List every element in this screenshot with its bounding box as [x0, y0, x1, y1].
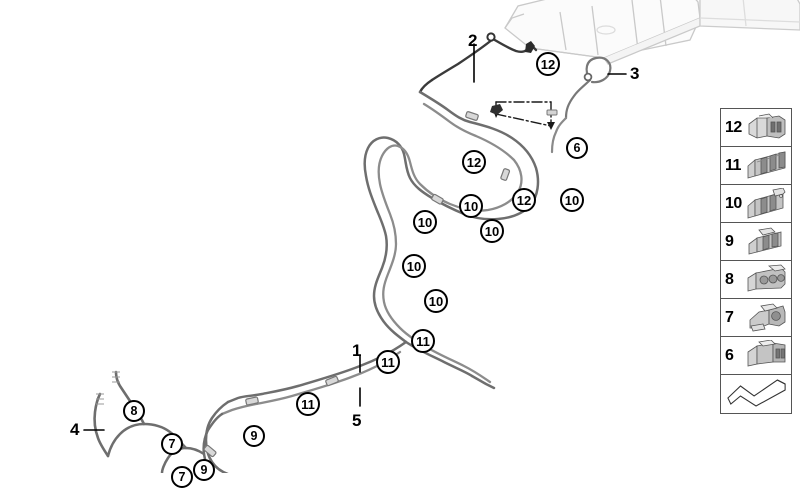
callout-6[interactable]: 6: [566, 137, 588, 159]
clip-connector-12-icon: [748, 113, 786, 138]
clip-connector-8-icon: [747, 264, 786, 292]
fuel-line-diagonal-run: [226, 340, 408, 404]
legend-number-7: 7: [725, 308, 734, 326]
clip-connector-10-icon: [747, 187, 786, 219]
callout-11-b[interactable]: 11: [376, 350, 400, 374]
clip-connector-11-icon: [747, 150, 786, 179]
index-label-1: 1: [352, 341, 362, 360]
assembly-6-clip: [490, 104, 503, 115]
fuel-line-upper: [363, 90, 540, 390]
clip-connector-6-icon: [747, 339, 786, 366]
callout-10-d[interactable]: 10: [480, 219, 504, 243]
callout-10-c[interactable]: 10: [413, 210, 437, 234]
legend-number-9: 9: [725, 232, 734, 250]
diagram-canvas: 1 2 3 4 5 12 6 12 12 10 10 10 10 10 10 1…: [70, 0, 800, 488]
callout-9-a[interactable]: 9: [243, 425, 265, 447]
hose-item-4: [93, 392, 110, 458]
callout-11-c[interactable]: 11: [296, 392, 320, 416]
index-label-2: 2: [468, 31, 478, 50]
inline-connectors: [203, 111, 511, 458]
leader-lines: [83, 43, 627, 431]
fuel-line-branch-7: [106, 422, 206, 473]
hose-6-ferrule: [546, 109, 558, 116]
legend-row-12[interactable]: 12: [721, 109, 791, 147]
legend-row-7[interactable]: 7: [721, 299, 791, 337]
bracket-plate-icon: [727, 379, 786, 407]
hose-item-6: [550, 116, 568, 154]
legend-row-6[interactable]: 6: [721, 337, 791, 375]
callout-11-a[interactable]: 11: [411, 329, 435, 353]
callout-12-a[interactable]: 12: [536, 52, 560, 76]
index-label-4: 4: [70, 420, 80, 439]
hose-item-3: [564, 56, 612, 120]
fuel-line-diagonal-run-2: [220, 350, 402, 416]
callout-7-b[interactable]: 7: [171, 466, 193, 488]
callout-7-a[interactable]: 7: [161, 433, 183, 455]
clip-connector-9-icon: [748, 227, 782, 255]
parts-legend-panel: 12 11: [720, 108, 792, 414]
legend-row-10[interactable]: 10: [721, 185, 791, 223]
assembly-indicator-6: [495, 101, 552, 127]
callout-10-f[interactable]: 10: [424, 289, 448, 313]
callout-12-c[interactable]: 12: [512, 188, 536, 212]
callout-10-a[interactable]: 10: [560, 188, 584, 212]
fuel-line-diagram: [83, 0, 800, 473]
hose-3-end-fitting: [583, 72, 593, 82]
tank-right-block: [699, 0, 800, 31]
callout-10-e[interactable]: 10: [402, 254, 426, 278]
hose-item-2: [418, 37, 538, 94]
fuel-line-lower: [377, 102, 523, 384]
legend-row-9[interactable]: 9: [721, 223, 791, 261]
index-label-5: 5: [352, 411, 362, 430]
hose-end-hatching: [96, 371, 120, 405]
legend-row-11[interactable]: 11: [721, 147, 791, 185]
legend-number-10: 10: [725, 194, 742, 212]
legend-row-8[interactable]: 8: [721, 261, 791, 299]
hose-2-clip: [525, 41, 535, 53]
clip-connector-7-icon: [749, 303, 786, 331]
callout-8[interactable]: 8: [123, 400, 145, 422]
legend-number-12: 12: [725, 118, 742, 136]
fuel-tank-housing: [504, 0, 701, 65]
hose-2-end-fitting: [486, 32, 496, 42]
legend-number-8: 8: [725, 270, 734, 288]
callout-9-b[interactable]: 9: [193, 459, 215, 481]
index-label-3: 3: [630, 64, 640, 83]
legend-number-6: 6: [725, 346, 734, 364]
legend-number-11: 11: [725, 156, 741, 174]
legend-row-bracket[interactable]: [721, 375, 791, 413]
callout-10-b[interactable]: 10: [459, 194, 483, 218]
callout-12-b[interactable]: 12: [462, 150, 486, 174]
